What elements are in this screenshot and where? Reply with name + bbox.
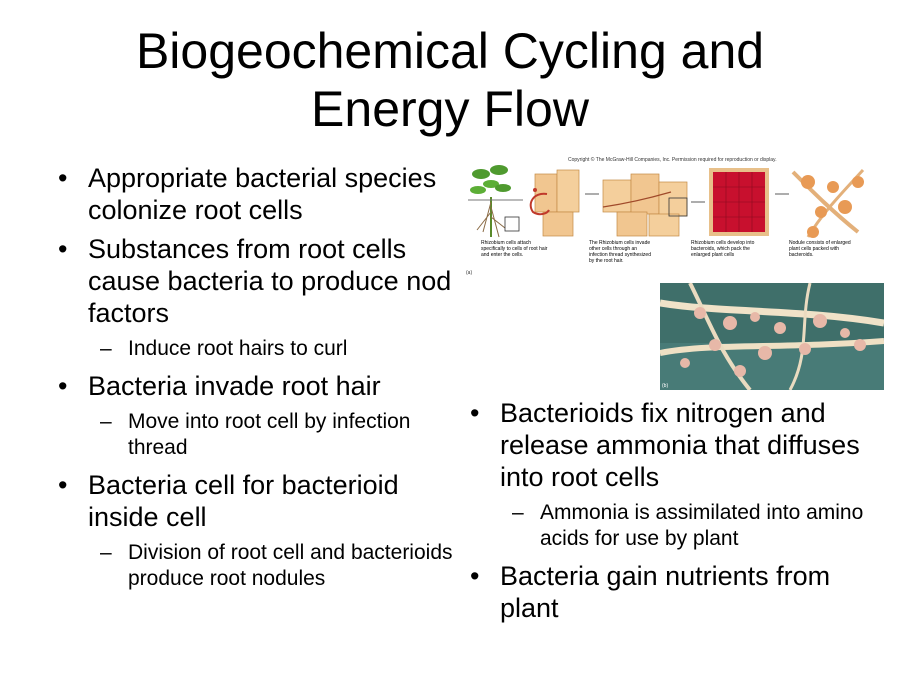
panel-infection-thread <box>602 173 688 237</box>
sub-bullet-item: Ammonia is assimilated into amino acids … <box>470 500 890 552</box>
sub-bullet-item: Move into root cell by infection thread <box>58 409 458 461</box>
title-line-1: Biogeochemical Cycling and <box>135 23 765 79</box>
root-nodules-photo: (b) <box>660 283 884 390</box>
panel-root-hair <box>529 169 580 237</box>
nodule-formation-diagram: Copyright © The McGraw-Hill Companies, I… <box>466 156 865 276</box>
panel-nodules <box>791 168 865 238</box>
bullet-item: Bacteria cell for bacterioid inside cell <box>58 469 458 533</box>
figure-label-a: (a) <box>466 270 472 276</box>
figure-caption: Nodule consists of enlarged plant cells … <box>789 240 851 258</box>
title-line-2: Energy Flow <box>311 81 589 137</box>
panel-bacteroids <box>709 168 769 236</box>
copyright-notice: Copyright © The McGraw-Hill Companies, I… <box>568 156 777 163</box>
right-bullet-column: Bacterioids fix nitrogen and release amm… <box>470 397 890 631</box>
bullet-item: Appropriate bacterial species colonize r… <box>58 162 458 226</box>
bullet-item: Bacterioids fix nitrogen and release amm… <box>470 397 890 493</box>
bullet-item: Bacteria invade root hair <box>58 370 458 402</box>
figure-caption: Rhizobium cells attach specifically to c… <box>481 240 548 258</box>
bullet-item: Bacteria gain nutrients from plant <box>470 560 890 624</box>
sub-bullet-item: Division of root cell and bacterioids pr… <box>58 540 458 592</box>
figure-caption: The Rhizobium cells invade other cells t… <box>589 240 651 264</box>
sub-bullet-item: Induce root hairs to curl <box>58 336 458 362</box>
slide-title: Biogeochemical Cycling and Energy Flow <box>0 22 900 138</box>
figure-caption: Rhizobium cells develop into bacteroids,… <box>691 240 755 258</box>
bullet-item: Substances from root cells cause bacteri… <box>58 233 458 329</box>
left-bullet-column: Appropriate bacterial species colonize r… <box>58 162 458 600</box>
figure-label-b: (b) <box>662 383 668 389</box>
seedling-illustration <box>468 165 523 238</box>
